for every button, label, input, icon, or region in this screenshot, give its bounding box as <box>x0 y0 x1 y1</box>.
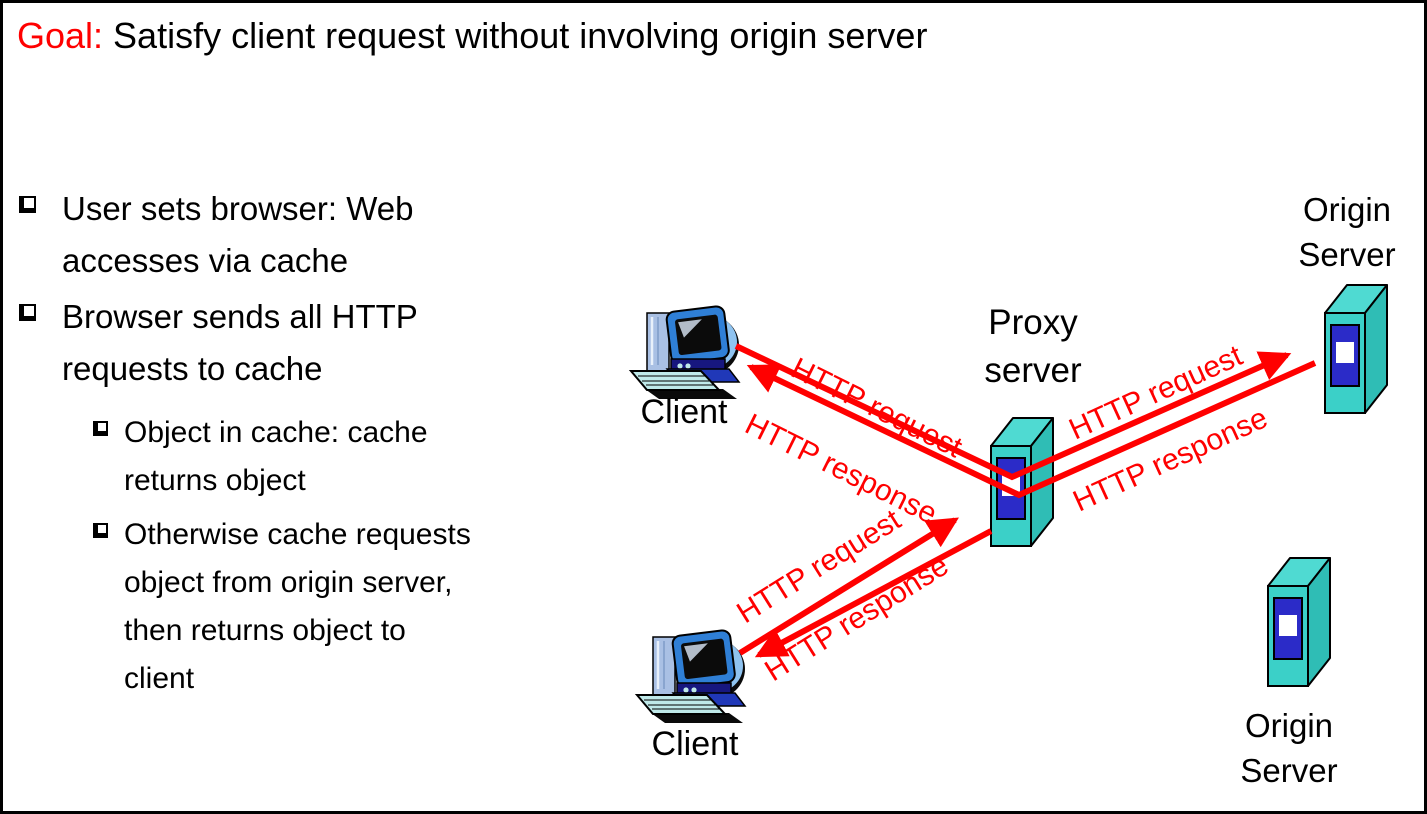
client-label-top: Client <box>640 393 728 431</box>
bullet-item: User sets browser: Web accesses via cach… <box>15 183 575 287</box>
origin-server-icon-top <box>1324 284 1388 414</box>
square-bullet-icon <box>19 304 36 321</box>
bullet-text: Otherwise cache requests object from ori… <box>124 518 471 695</box>
http-request-arrow-client1-proxy-origin <box>734 343 1292 481</box>
bullet-text: Object in cache: cache returns object <box>124 416 428 497</box>
bullet-text: User sets browser: Web accesses via cach… <box>62 190 414 279</box>
bullet-item: Browser sends all HTTP requests to cache <box>15 291 575 395</box>
square-bullet-icon <box>93 421 108 436</box>
http-response-arrow-proxy-client2 <box>754 528 993 658</box>
origin-server-icon-bottom <box>1267 557 1331 687</box>
page-title: Goal: Satisfy client request without inv… <box>17 15 927 57</box>
square-bullet-icon <box>93 523 108 538</box>
client-label-bottom: Client <box>651 725 739 763</box>
client-computer-icon-top <box>629 304 741 401</box>
network-diagram: HTTP request HTTP response HTTP request … <box>629 284 1388 725</box>
bullet-item: Otherwise cache requests object from ori… <box>89 511 629 703</box>
origin-server-label-bottom: Origin Server <box>1240 707 1338 789</box>
square-bullet-icon <box>19 196 36 213</box>
http-response-arrow-origin-proxy-client1 <box>746 360 1317 499</box>
client-computer-icon-bottom <box>635 628 747 725</box>
bullet-item: Object in cache: cache returns object <box>89 409 609 505</box>
origin-server-label-top: Origin Server <box>1298 191 1396 273</box>
title-rest: Satisfy client request without involving… <box>103 15 928 56</box>
title-goal-accent: Goal: <box>17 15 104 56</box>
bullet-text: Browser sends all HTTP requests to cache <box>62 298 418 387</box>
proxy-server-label: Proxy server <box>984 303 1082 390</box>
